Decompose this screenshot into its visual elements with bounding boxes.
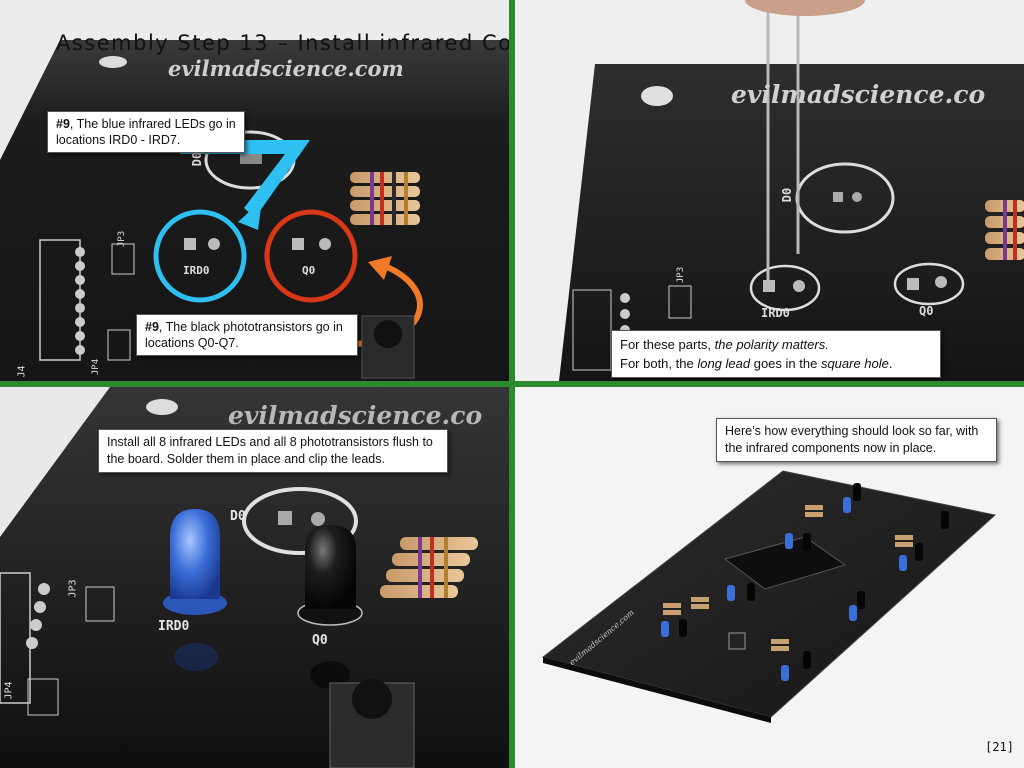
polarity-line2-emphasis-b: square hole (820, 356, 889, 371)
label-ird0: IRD0 (158, 619, 190, 634)
label-jp4: JP4 (91, 358, 102, 376)
mounting-hole (146, 399, 178, 415)
polarity-line2-emphasis-a: long lead (697, 356, 751, 371)
finished-board-photo (541, 470, 997, 723)
silkscreen-url: evilmadscience.com (168, 56, 404, 81)
ird0-ring (749, 264, 821, 312)
polarity-line2-text-b: goes in the (750, 356, 821, 371)
callout-final: Here’s how everything should look so far… (716, 418, 997, 462)
label-j4: J4 (16, 365, 28, 378)
label-q0: Q0 (312, 633, 328, 648)
ird0-highlight-ring (153, 209, 247, 303)
blue-ir-led (163, 509, 227, 671)
polarity-line1-text: For these parts, (620, 337, 715, 352)
polarity-line2-end: . (888, 356, 893, 371)
pushbutton (728, 632, 746, 650)
label-jp3: JP3 (676, 266, 687, 284)
mounting-hole (99, 56, 127, 68)
blue-ir-leds (661, 497, 907, 681)
callout-blue-leds-num: #9 (56, 117, 70, 131)
black-phototransistor (297, 525, 363, 689)
label-ird0: IRD0 (183, 264, 210, 277)
page-number: [21] (985, 740, 1014, 754)
callout-blue-leds: #9, The blue infrared LEDs go in locatio… (47, 111, 245, 153)
page-title: Assembly Step 13 – Install infrared Comp… (56, 31, 509, 55)
fingertip (745, 0, 865, 16)
pcb-board (0, 387, 509, 768)
callout-polarity: For these parts, the polarity matters. F… (611, 330, 941, 378)
callout-phototransistors-num: #9 (145, 320, 159, 334)
pcb-polarity-illustration (559, 0, 1024, 381)
label-q0: Q0 (919, 304, 934, 318)
callout-blue-leds-text: , The blue infrared LEDs go in locations… (56, 117, 236, 147)
panel-final-result: evilmadscience.com Here’s how everything… (515, 387, 1024, 768)
resistor-group (350, 172, 420, 225)
silkscreen-url-partial: evilmadscience.co (731, 80, 986, 109)
polarity-line1-emphasis: the polarity matters. (714, 337, 829, 352)
label-jp3: JP3 (117, 230, 128, 248)
ic-chip (723, 536, 847, 590)
q0-highlight-ring (264, 209, 358, 303)
label-jp4: JP4 (3, 681, 15, 700)
label-jp3: JP3 (67, 579, 79, 598)
label-d0: D0 (190, 151, 205, 167)
resistor-clusters (663, 505, 913, 651)
callout-phototransistors-text: , The black phototransistors go in locat… (145, 320, 343, 350)
left-header-pads (572, 285, 692, 371)
black-phototransistors (679, 483, 949, 669)
footer-guide-title: [Octolively Assembly Guide] (6, 740, 202, 754)
label-d0: D0 (230, 509, 246, 524)
resistor-group (380, 537, 478, 598)
silkscreen-url-partial: evilmadscience.co (228, 401, 483, 430)
mounting-hole (641, 86, 673, 106)
left-header-pads (39, 239, 135, 361)
d0-ring (242, 487, 358, 555)
label-d0: D0 (780, 187, 795, 203)
callout-phototransistors: #9, The black phototransistors go in loc… (136, 314, 358, 356)
label-ird0: IRD0 (761, 306, 790, 320)
polarity-line2-text-a: For both, the (620, 356, 698, 371)
resistor-group (985, 200, 1024, 260)
pcb-board (559, 64, 1024, 381)
panel-step-overview: Assembly Step 13 – Install infrared Comp… (0, 0, 509, 381)
pcb-installed-illustration (0, 387, 509, 768)
panel-soldering: evilmadscience.co D0 IRD0 Q0 JP3 JP4 Ins… (0, 387, 509, 768)
q0-ring (893, 262, 965, 306)
left-header-pads (0, 572, 115, 716)
label-q0: Q0 (302, 264, 316, 277)
callout-install: Install all 8 infrared LEDs and all 8 ph… (98, 429, 448, 473)
panel-polarity: evilmadscience.co D0 IRD0 Q0 JP3 For the… (515, 0, 1024, 381)
divider-horizontal (0, 381, 1024, 387)
